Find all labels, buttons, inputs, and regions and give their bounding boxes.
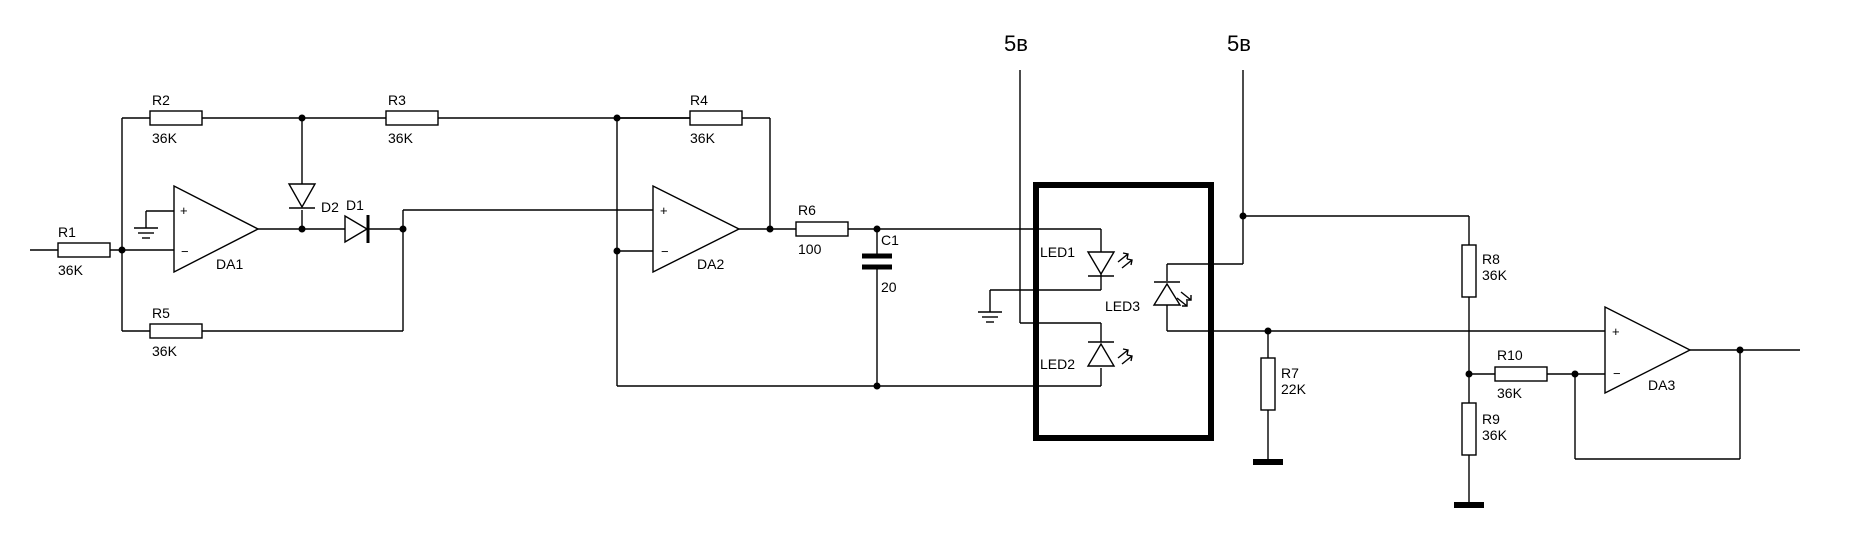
da2-label: DA2: [697, 256, 724, 272]
junction-dot: [766, 225, 774, 233]
led-led1: LED1: [1040, 244, 1133, 277]
d1-label: D1: [346, 197, 364, 213]
supply-label-right: 5в: [1227, 31, 1251, 56]
junction-dot: [1239, 212, 1247, 220]
supply-label-left: 5в: [1004, 31, 1028, 56]
capacitor-c1: C1 20: [862, 232, 899, 295]
junction-dot: [1571, 370, 1579, 378]
r4-value: 36K: [690, 130, 716, 146]
resistor-r4: R4 36K: [689, 92, 743, 146]
led1-label: LED1: [1040, 244, 1075, 260]
r1-name: R1: [58, 224, 76, 240]
r5-value: 36K: [152, 343, 178, 359]
junction-dot: [118, 246, 126, 254]
r10-name: R10: [1497, 347, 1523, 363]
junction-dot: [1736, 346, 1744, 354]
resistor-r2: R2 36K: [149, 92, 203, 146]
junction-dot: [1264, 327, 1272, 335]
led2-label: LED2: [1040, 356, 1075, 372]
junction-dot: [298, 114, 306, 122]
da1-minus: −: [181, 244, 189, 259]
resistor-r7: R7 22K: [1260, 357, 1307, 411]
junction-dot: [873, 225, 881, 233]
resistor-r10: R10 36K: [1494, 347, 1548, 401]
r10-value: 36K: [1497, 385, 1523, 401]
diode-d2: D2: [287, 183, 339, 215]
r9-name: R9: [1482, 411, 1500, 427]
led-led3: LED3: [1105, 281, 1192, 314]
r7-value: 22K: [1281, 381, 1307, 397]
led3-label: LED3: [1105, 298, 1140, 314]
d2-label: D2: [321, 199, 339, 215]
junction-dot: [613, 247, 621, 255]
junctions: [118, 114, 1744, 390]
wires: [30, 70, 1800, 508]
r5-name: R5: [152, 305, 170, 321]
opamp-da3: + − DA3: [1604, 305, 1692, 395]
da3-plus: +: [1612, 324, 1620, 339]
r3-name: R3: [388, 92, 406, 108]
c1-name: C1: [881, 232, 899, 248]
da2-minus: −: [661, 244, 669, 259]
r2-name: R2: [152, 92, 170, 108]
opamp-da1: + − DA1: [173, 184, 260, 274]
r9-value: 36K: [1482, 427, 1508, 443]
optocoupler-box: [1033, 182, 1214, 441]
r7-name: R7: [1281, 365, 1299, 381]
junction-dot: [873, 382, 881, 390]
r8-name: R8: [1482, 251, 1500, 267]
resistor-r3: R3 36K: [385, 92, 439, 146]
r2-value: 36K: [152, 130, 178, 146]
r4-name: R4: [690, 92, 708, 108]
resistor-r1: R1 36K: [57, 224, 111, 278]
da3-minus: −: [1613, 366, 1621, 381]
junction-dot: [298, 225, 306, 233]
c1-value: 20: [881, 279, 897, 295]
da1-label: DA1: [216, 256, 243, 272]
da1-plus: +: [180, 203, 188, 218]
resistor-r5: R5 36K: [149, 305, 203, 359]
r3-value: 36K: [388, 130, 414, 146]
da2-plus: +: [660, 203, 668, 218]
junction-dot: [1465, 370, 1473, 378]
junction-dot: [399, 225, 407, 233]
opamp-da2: + − DA2: [652, 184, 741, 274]
resistor-r6: R6 100: [795, 202, 849, 257]
junction-dot: [613, 114, 621, 122]
led-led2: LED2: [1040, 341, 1133, 372]
resistor-r9: R9 36K: [1461, 402, 1508, 456]
da3-label: DA3: [1648, 377, 1675, 393]
r8-value: 36K: [1482, 267, 1508, 283]
resistor-r8: R8 36K: [1461, 244, 1508, 298]
r6-name: R6: [798, 202, 816, 218]
diode-d1: D1: [344, 197, 370, 244]
r1-value: 36K: [58, 262, 84, 278]
r6-value: 100: [798, 241, 822, 257]
